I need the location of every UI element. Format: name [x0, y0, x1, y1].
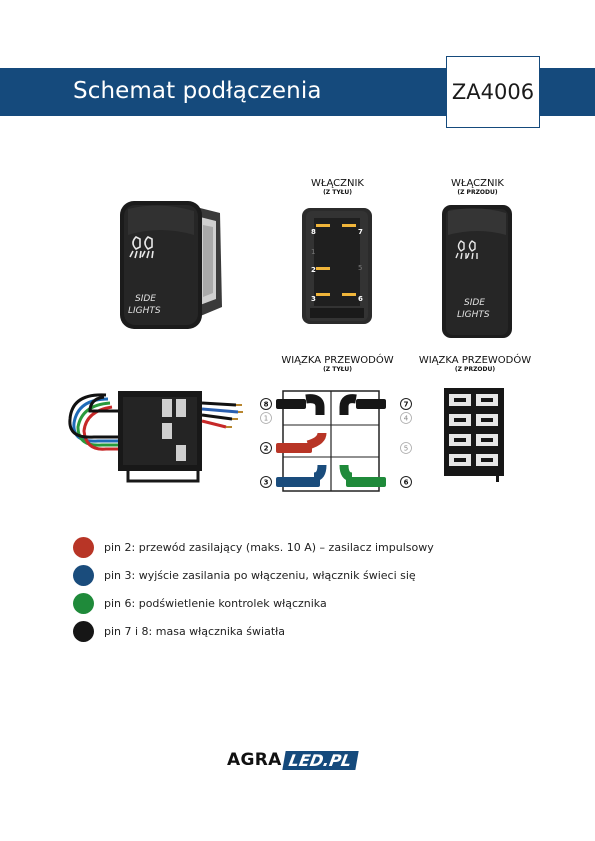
svg-text:3: 3 — [264, 479, 269, 487]
switch-text-lights: LIGHTS — [128, 306, 161, 316]
svg-text:8: 8 — [264, 401, 269, 409]
headlight-icon — [455, 240, 478, 260]
switch-front-text-side: SIDE — [464, 298, 485, 308]
svg-text:7: 7 — [404, 401, 409, 409]
red-dot-icon — [73, 536, 94, 558]
svg-text:7: 7 — [358, 228, 363, 236]
svg-text:5: 5 — [404, 445, 408, 453]
label-harness-front: WIĄZKA PRZEWODÓW (Z PRZODU) — [418, 355, 532, 373]
svg-text:1: 1 — [311, 248, 315, 256]
product-code-box: ZA4006 — [446, 56, 540, 128]
harness-back-diagram: 8 1 2 3 7 4 5 6 — [260, 390, 412, 492]
switch-front-view: SIDE LIGHTS — [442, 205, 512, 338]
product-code: ZA4006 — [451, 80, 535, 104]
harness-front-diagram — [444, 388, 504, 482]
terminal-2 — [316, 267, 330, 270]
black-dot-icon — [73, 620, 94, 642]
switch-front-text-lights: LIGHTS — [457, 310, 490, 320]
switch-text-side: SIDE — [135, 294, 156, 304]
agraled-logo: AGRA LED.PL — [227, 750, 359, 770]
svg-text:1: 1 — [264, 415, 268, 423]
terminal-3 — [316, 293, 330, 296]
terminal-6 — [342, 293, 356, 296]
svg-text:8: 8 — [311, 228, 316, 236]
legend-item-pin3: pin 3: wyjście zasilania po włączeniu, w… — [73, 564, 416, 586]
green-dot-icon — [73, 592, 94, 614]
svg-text:6: 6 — [358, 295, 363, 303]
legend-item-pin2: pin 2: przewód zasilający (maks. 10 A) –… — [73, 536, 434, 558]
svg-text:5: 5 — [358, 264, 362, 272]
label-switch-front: WŁĄCZNIK (Z PRZODU) — [451, 178, 504, 196]
svg-text:4: 4 — [404, 415, 409, 423]
svg-text:6: 6 — [404, 479, 409, 487]
page-title: Schemat podłączenia — [73, 78, 322, 104]
label-harness-back: WIĄZKA PRZEWODÓW (Z TYŁU) — [281, 355, 394, 373]
svg-text:2: 2 — [311, 266, 316, 274]
legend-item-pin7-8: pin 7 i 8: masa włącznika światła — [73, 620, 285, 642]
switch-photo: SIDE LIGHTS — [120, 201, 222, 329]
blue-dot-icon — [73, 564, 94, 586]
svg-text:3: 3 — [311, 295, 316, 303]
terminal-7 — [342, 224, 356, 227]
switch-back-view: 8 7 1 5 2 3 6 — [302, 208, 372, 324]
terminal-8 — [316, 224, 330, 227]
harness-photo — [68, 391, 243, 483]
svg-text:2: 2 — [264, 445, 269, 453]
label-switch-back: WŁĄCZNIK (Z TYŁU) — [311, 178, 364, 196]
legend-item-pin6: pin 6: podświetlenie kontrolek włącznika — [73, 592, 327, 614]
headlight-icon — [129, 236, 154, 259]
